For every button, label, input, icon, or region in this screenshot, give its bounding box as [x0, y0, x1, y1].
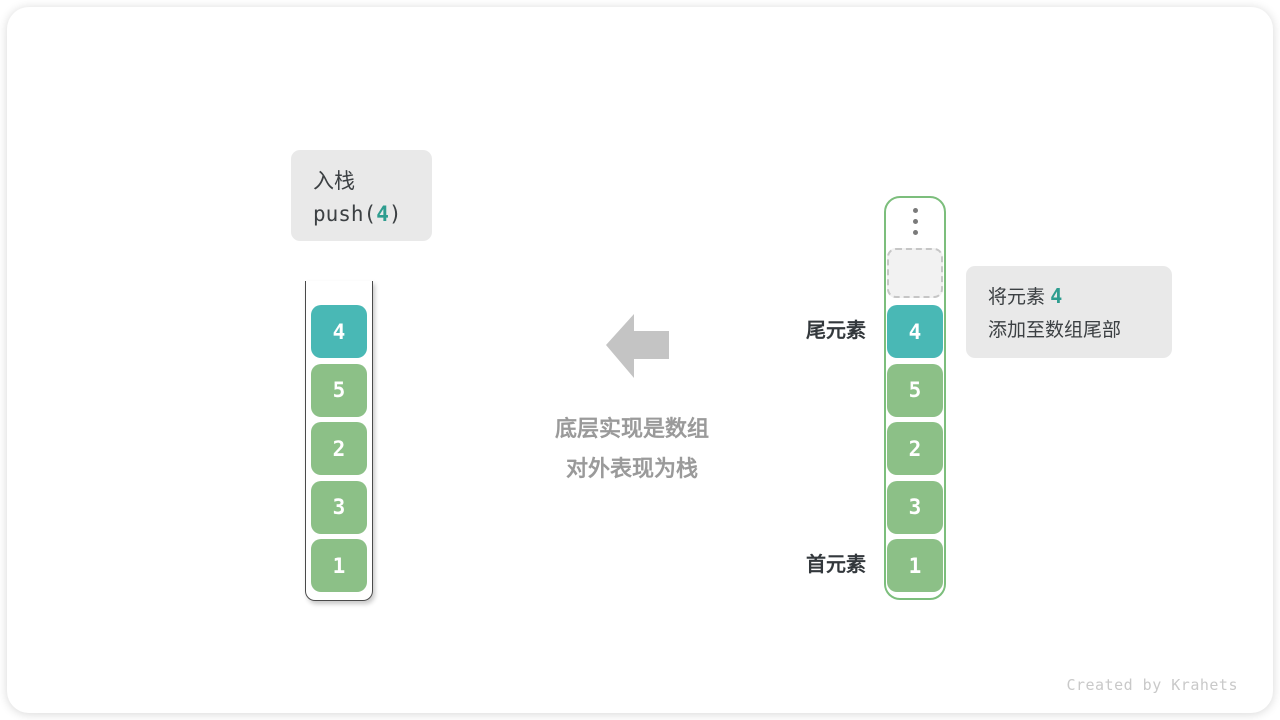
empty-slot-placeholder [887, 248, 943, 298]
stack-cell: 2 [311, 422, 367, 475]
annotation-line1: 将元素 4 [988, 282, 1172, 309]
center-note-line1: 底层实现是数组 [554, 416, 709, 441]
code-value: 4 [376, 202, 389, 226]
right-stack-container: 4 5 2 3 1 [884, 196, 946, 600]
head-element-label: 首元素 [806, 554, 866, 576]
code-prefix: push( [313, 202, 377, 226]
left-arrow-icon [606, 314, 669, 378]
stack-cell: 3 [311, 480, 367, 534]
annotation-value: 4 [1050, 284, 1063, 308]
vertical-ellipsis-icon [912, 208, 918, 235]
operation-title: 入栈 [313, 170, 355, 193]
operation-box: 入栈 push(4) [291, 150, 432, 241]
stack-cell: 1 [311, 539, 367, 592]
stack-cell: 5 [311, 363, 367, 417]
watermark: Created by Krahets [1066, 676, 1238, 694]
annotation-line2: 添加至数组尾部 [988, 320, 1122, 341]
center-note: 底层实现是数组 对外表现为栈 [502, 409, 762, 489]
array-cell: 5 [887, 363, 943, 417]
annotation-line1-text: 将元素 [988, 287, 1046, 308]
array-cell-tail: 4 [887, 305, 943, 358]
array-cell-head: 1 [887, 539, 943, 592]
code-suffix: ) [388, 202, 402, 226]
array-cell: 2 [887, 422, 943, 475]
tail-element-label: 尾元素 [806, 320, 866, 342]
left-stack-container: 4 5 2 3 1 [305, 281, 373, 601]
operation-code: push(4) [313, 202, 432, 226]
diagram-canvas: 入栈 push(4) 4 5 2 3 1 底层实现是数组 对外表现为栈 4 5 … [7, 7, 1273, 713]
annotation-box: 将元素 4 添加至数组尾部 [966, 266, 1172, 358]
array-cell: 3 [887, 480, 943, 534]
stack-cell-top: 4 [311, 305, 367, 358]
center-note-line2: 对外表现为栈 [565, 456, 698, 481]
